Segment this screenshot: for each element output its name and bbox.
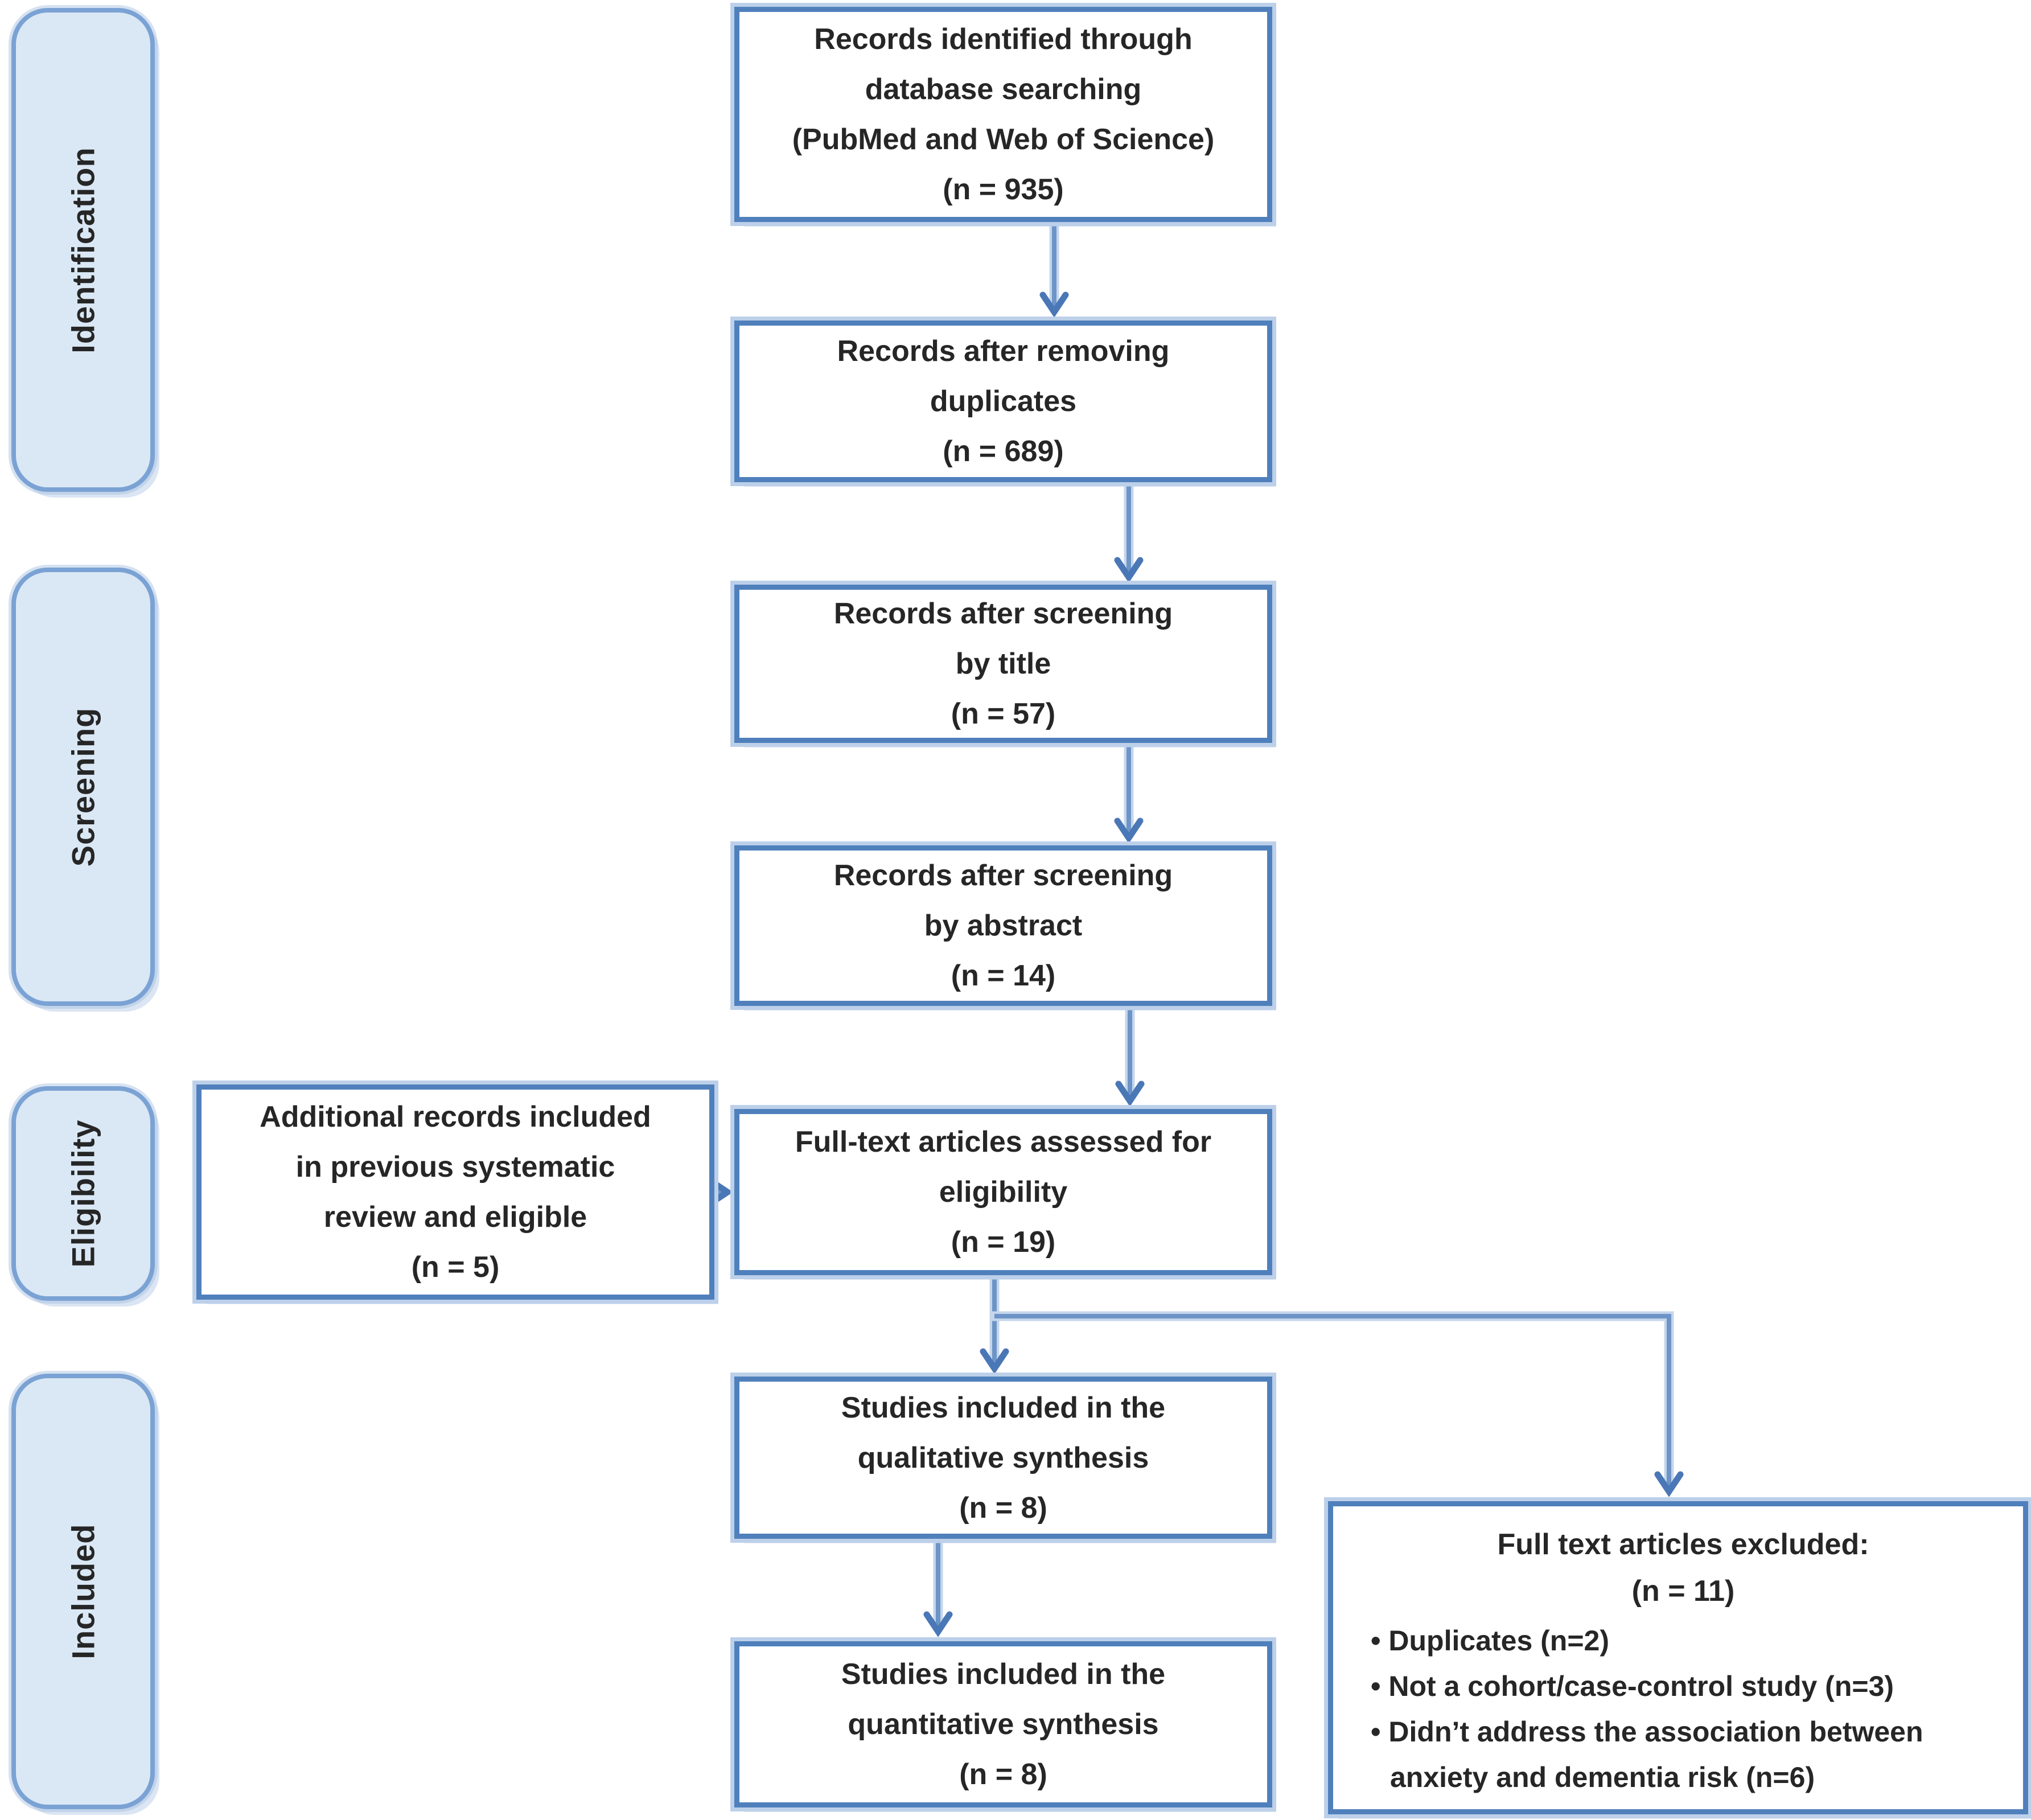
box-line: eligibility xyxy=(939,1176,1068,1209)
box-fulltext-assessed: Full-text articles assessed for eligibil… xyxy=(734,1109,1272,1275)
excluded-reason: Didn’t address the association between a… xyxy=(1358,1709,2008,1800)
box-line: (PubMed and Web of Science) xyxy=(792,123,1215,156)
stage-label-text: Screening xyxy=(65,707,101,866)
box-line: in previous systematic xyxy=(295,1151,615,1184)
box-additional-records: Additional records included in previous … xyxy=(196,1084,714,1300)
box-line: duplicates xyxy=(930,385,1077,418)
stage-label-eligibility: Eligibility xyxy=(11,1086,155,1301)
stage-label-text: Eligibility xyxy=(65,1119,101,1268)
box-line: Records after removing xyxy=(837,335,1170,368)
box-line: review and eligible xyxy=(323,1201,587,1234)
excluded-reason: Not a cohort/case-control study (n=3) xyxy=(1358,1663,2008,1709)
stage-label-identification: Identification xyxy=(11,8,155,492)
box-line: Records after screening xyxy=(833,859,1173,892)
box-count: (n = 5) xyxy=(411,1251,500,1284)
box-fulltext-excluded: Full text articles excluded: (n = 11) Du… xyxy=(1328,1501,2028,1814)
box-line: by abstract xyxy=(924,909,1083,942)
box-screened-by-title: Records after screening by title (n = 57… xyxy=(734,585,1272,743)
box-line: by title xyxy=(955,647,1051,680)
box-line: quantitative synthesis xyxy=(848,1708,1159,1741)
excluded-title: Full text articles excluded: xyxy=(1497,1528,1869,1561)
box-line: Studies included in the xyxy=(841,1658,1166,1691)
box-screened-by-abstract: Records after screening by abstract (n =… xyxy=(734,845,1272,1006)
excluded-count: (n = 11) xyxy=(1631,1575,1735,1608)
box-count: (n = 57) xyxy=(951,697,1056,730)
box-count: (n = 19) xyxy=(951,1226,1056,1259)
box-line: Additional records included xyxy=(260,1100,651,1133)
box-records-deduplicated: Records after removing duplicates (n = 6… xyxy=(734,321,1272,482)
box-count: (n = 14) xyxy=(951,959,1056,992)
box-line: Full-text articles assessed for xyxy=(795,1125,1212,1158)
box-records-identified: Records identified through database sear… xyxy=(734,7,1272,222)
box-qualitative-synthesis: Studies included in the qualitative synt… xyxy=(734,1377,1272,1539)
box-line: qualitative synthesis xyxy=(857,1441,1149,1474)
box-count: (n = 8) xyxy=(959,1758,1047,1791)
box-line: Records after screening xyxy=(833,597,1173,630)
box-count: (n = 689) xyxy=(943,435,1064,468)
box-line: Records identified through xyxy=(814,23,1193,56)
stage-label-text: Identification xyxy=(65,146,101,354)
stage-label-screening: Screening xyxy=(11,568,155,1006)
stage-label-text: Included xyxy=(65,1523,101,1659)
box-quantitative-synthesis: Studies included in the quantitative syn… xyxy=(734,1641,1272,1807)
box-count: (n = 8) xyxy=(959,1491,1047,1525)
stage-label-included: Included xyxy=(11,1374,155,1809)
excluded-reason-list: Duplicates (n=2) Not a cohort/case-contr… xyxy=(1358,1618,2008,1800)
box-count: (n = 935) xyxy=(943,173,1064,206)
excluded-reason: Duplicates (n=2) xyxy=(1358,1618,2008,1663)
box-line: Studies included in the xyxy=(841,1391,1166,1424)
box-line: database searching xyxy=(865,73,1142,106)
